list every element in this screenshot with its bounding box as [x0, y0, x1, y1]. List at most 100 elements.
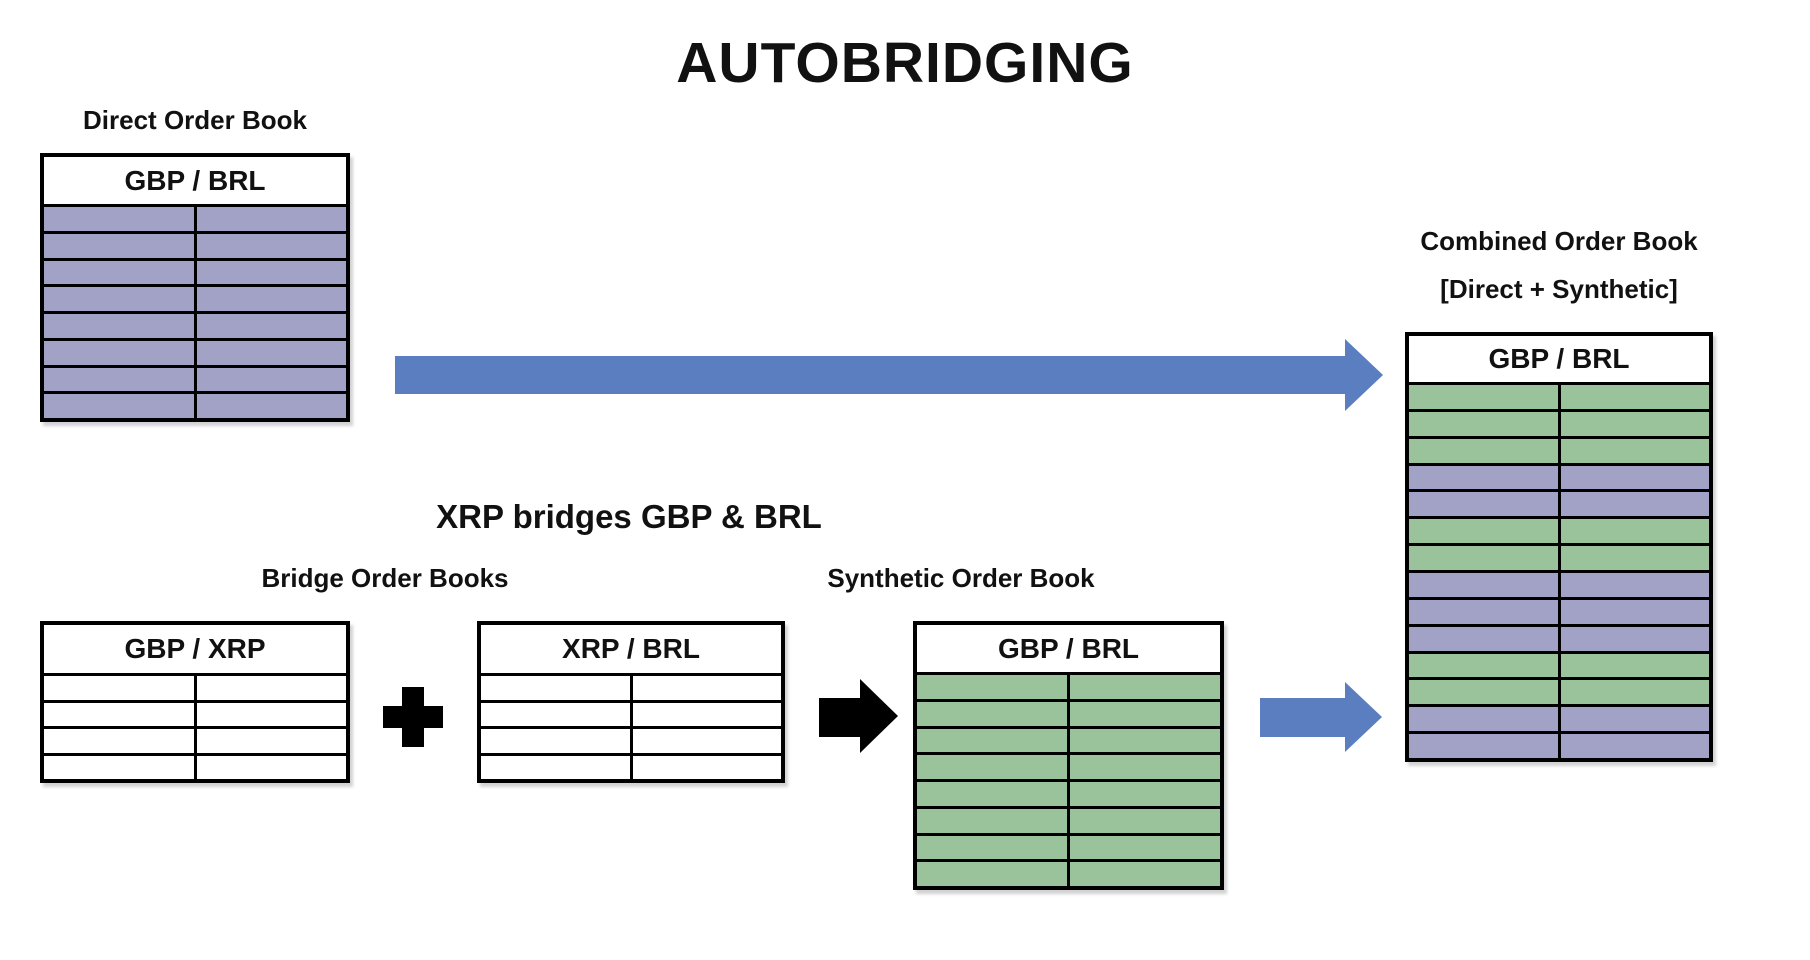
order-book-row — [917, 832, 1220, 860]
direct-to-combined-arrow-icon — [395, 339, 1383, 411]
order-book-cell — [1557, 707, 1709, 732]
order-book-cell — [1067, 782, 1220, 806]
order-book-row — [1409, 462, 1709, 490]
synthetic-to-combined-arrow-icon — [1260, 682, 1382, 752]
order-book-cell — [44, 702, 194, 726]
order-book-cell — [1557, 385, 1709, 409]
order-book-cell — [193, 260, 346, 285]
synthetic-order-book-table: GBP / BRL — [913, 621, 1224, 890]
order-book-cell — [1557, 492, 1709, 517]
order-book-cell — [193, 755, 346, 779]
order-book-cell — [44, 729, 194, 753]
order-book-row — [44, 676, 346, 700]
order-book-cell — [481, 676, 630, 700]
order-book-cell — [1067, 862, 1220, 886]
bridge-heading: XRP bridges GBP & BRL — [436, 498, 822, 535]
order-book-cell — [1409, 626, 1558, 651]
order-book-cell — [917, 728, 1067, 753]
order-book-cell — [193, 287, 346, 311]
order-book-cell — [1409, 438, 1558, 463]
synthetic-table-body — [917, 675, 1220, 886]
order-book-cell — [1557, 411, 1709, 436]
synthetic-table-header: GBP / BRL — [917, 625, 1220, 675]
order-book-cell — [1557, 546, 1709, 571]
order-book-cell — [193, 207, 346, 231]
order-book-cell — [193, 729, 346, 753]
order-book-cell — [481, 702, 630, 726]
direct-order-book-label: Direct Order Book — [83, 105, 307, 135]
order-book-row — [44, 364, 346, 392]
direct-order-book-table: GBP / BRL — [40, 153, 350, 422]
order-book-row — [1409, 489, 1709, 517]
order-book-cell — [44, 367, 194, 392]
order-book-cell — [193, 394, 346, 418]
order-book-cell — [1409, 411, 1558, 436]
order-book-row — [481, 699, 781, 726]
page-title: AUTOBRIDGING — [676, 31, 1134, 95]
order-book-cell — [917, 835, 1067, 860]
order-book-row — [917, 698, 1220, 726]
order-book-row — [917, 675, 1220, 699]
order-book-cell — [629, 702, 781, 726]
order-book-cell — [629, 676, 781, 700]
order-book-cell — [44, 314, 194, 338]
order-book-row — [44, 257, 346, 285]
order-book-cell — [481, 729, 630, 753]
order-book-cell — [917, 755, 1067, 779]
order-book-cell — [1557, 680, 1709, 705]
synthetic-order-book-label: Synthetic Order Book — [827, 563, 1095, 593]
order-book-cell — [1067, 808, 1220, 833]
bridge_right-table-body — [481, 676, 781, 779]
order-book-cell — [1067, 728, 1220, 753]
order-book-row — [44, 230, 346, 258]
order-book-cell — [1409, 385, 1558, 409]
order-book-cell — [1557, 438, 1709, 463]
order-book-cell — [917, 675, 1067, 699]
order-book-row — [1409, 731, 1709, 759]
order-book-row — [1409, 435, 1709, 463]
bridge_left-table-body — [44, 676, 346, 779]
order-book-row — [917, 752, 1220, 779]
bridge-right-order-book-table: XRP / BRL — [477, 621, 785, 783]
order-book-cell — [917, 862, 1067, 886]
order-book-cell — [44, 233, 194, 258]
order-book-cell — [1557, 519, 1709, 544]
order-book-row — [44, 337, 346, 365]
order-book-cell — [1409, 734, 1558, 759]
order-book-cell — [917, 782, 1067, 806]
order-book-row — [1409, 623, 1709, 651]
order-book-cell — [193, 233, 346, 258]
order-book-cell — [1409, 680, 1558, 705]
bridge-left-order-book-table: GBP / XRP — [40, 621, 350, 783]
order-book-cell — [44, 394, 194, 418]
order-book-row — [44, 391, 346, 418]
order-book-row — [917, 779, 1220, 806]
plus-icon — [383, 687, 443, 747]
order-book-row — [917, 859, 1220, 886]
combined-order-book-label: Combined Order Book — [1420, 226, 1698, 256]
order-book-cell — [1067, 701, 1220, 726]
order-book-cell — [1067, 675, 1220, 699]
order-book-cell — [193, 676, 346, 700]
order-book-row — [1409, 385, 1709, 409]
bridge_right-table-header: XRP / BRL — [481, 625, 781, 676]
order-book-cell — [1409, 492, 1558, 517]
order-book-cell — [1557, 599, 1709, 624]
order-book-row — [44, 726, 346, 753]
order-book-cell — [1067, 835, 1220, 860]
order-book-cell — [193, 702, 346, 726]
order-book-cell — [193, 314, 346, 338]
order-book-row — [1409, 650, 1709, 678]
direct-table-header: GBP / BRL — [44, 157, 346, 207]
order-book-cell — [629, 729, 781, 753]
order-book-cell — [1067, 755, 1220, 779]
order-book-row — [44, 207, 346, 231]
order-book-row — [917, 805, 1220, 833]
order-book-row — [44, 284, 346, 311]
order-book-cell — [44, 676, 194, 700]
order-book-row — [44, 699, 346, 726]
order-book-row — [1409, 570, 1709, 597]
order-book-row — [481, 752, 781, 779]
order-book-cell — [1557, 465, 1709, 490]
